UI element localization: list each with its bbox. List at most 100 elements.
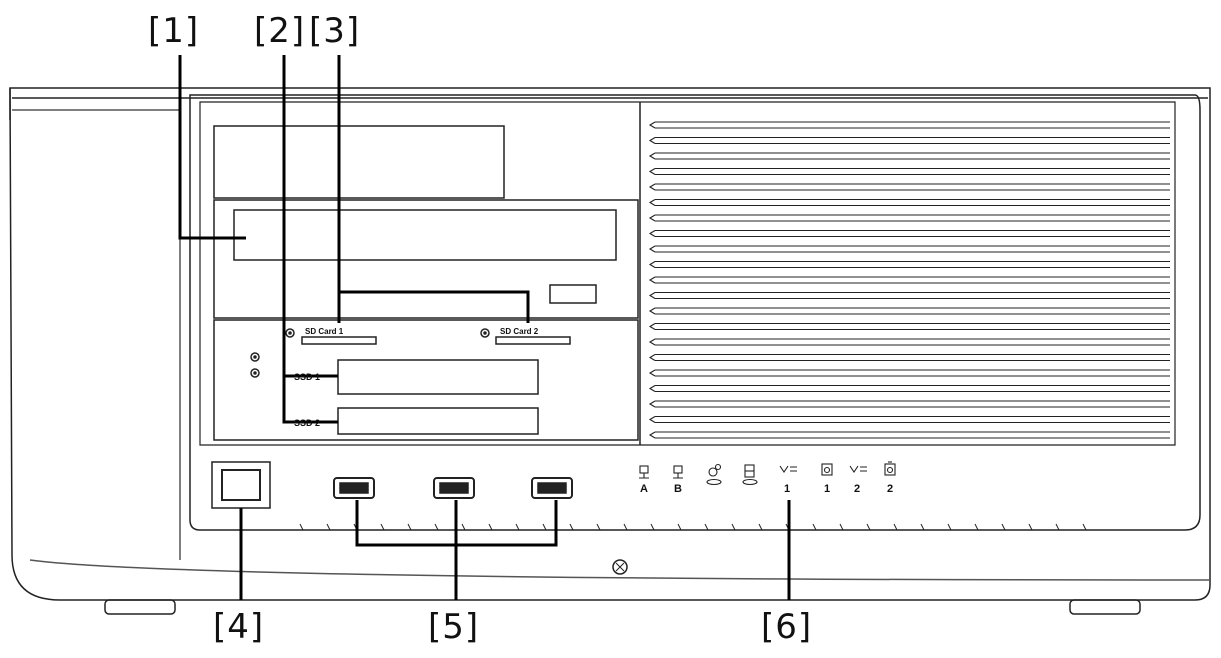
bezel-tick [1028, 523, 1033, 531]
bezel-tick [677, 523, 682, 531]
right-foot [1069, 599, 1141, 615]
bezel-tick [461, 523, 466, 531]
vent-slat [648, 152, 1170, 160]
power-button[interactable] [221, 469, 261, 501]
ssd-2-label: SSD 2 [294, 418, 320, 428]
usb-port-3[interactable] [531, 477, 573, 499]
eject-button[interactable] [549, 284, 597, 304]
sd-card-1-slot[interactable] [301, 336, 377, 345]
blank-bay [213, 125, 505, 199]
vent-slat [648, 245, 1170, 253]
leader-line-2 [282, 55, 338, 424]
optical-drive-tray [233, 209, 617, 261]
vent-slat [648, 229, 1170, 238]
sd-card-2-label: SD Card 2 [500, 327, 539, 336]
video-icon [849, 465, 867, 473]
leader-line-5 [355, 500, 558, 600]
bezel-tick [299, 523, 304, 531]
chassis-outline [9, 87, 1211, 601]
network-icon [639, 465, 649, 479]
vent-slat [648, 353, 1170, 362]
bezel-tick [812, 523, 817, 531]
callout-4: [4] [213, 607, 265, 647]
bezel-tick [893, 523, 898, 531]
left-foot [104, 599, 176, 615]
status-indicator-panel [639, 461, 896, 486]
optical-drive-bay [213, 199, 639, 319]
bezel-tick [596, 523, 601, 531]
storage-bay [213, 319, 639, 441]
callout-6: [6] [761, 607, 813, 647]
bezel-tick [1001, 523, 1006, 531]
vent-slat [648, 260, 1170, 269]
bezel-tick [1055, 523, 1060, 531]
vent-slat [648, 136, 1170, 145]
record-icon [884, 461, 896, 476]
screw-icon [612, 559, 628, 575]
usb-port-1[interactable] [333, 477, 375, 499]
bezel-tick [920, 523, 925, 531]
bezel-tick [839, 523, 844, 531]
indicator-label-video-2: 2 [854, 483, 860, 495]
bezel-tick [974, 523, 979, 531]
ssd-1-slot[interactable] [337, 359, 539, 395]
bezel-tick [488, 523, 493, 531]
leader-line-3 [337, 55, 530, 323]
sd-card-2-slot[interactable] [495, 336, 571, 345]
vent-slat [648, 183, 1170, 191]
vent-grille [648, 121, 1170, 439]
bezel-tick [515, 523, 520, 531]
indicator-label-record-1: 1 [824, 483, 830, 495]
front-bezel [189, 94, 1201, 531]
vent-slat [648, 121, 1170, 129]
vent-slat [648, 322, 1170, 331]
vent-slat [648, 291, 1170, 300]
bezel-tick [569, 523, 574, 531]
callout-5: [5] [428, 607, 480, 647]
callout-1: [1] [148, 11, 200, 51]
bezel-tick [542, 523, 547, 531]
bezel-tick [434, 523, 439, 531]
vent-slat [648, 384, 1170, 393]
indicator-label-video-1: 1 [784, 483, 790, 495]
bezel-tick [650, 523, 655, 531]
bezel-tick [1082, 523, 1087, 531]
vent-slat [648, 214, 1170, 222]
bezel-tick [326, 523, 331, 531]
vent-slat [648, 338, 1170, 346]
bezel-tick [407, 523, 412, 531]
ssd-1-label: SSD 1 [294, 372, 320, 382]
vent-slat [648, 276, 1170, 284]
vent-slat [648, 369, 1170, 377]
vent-slat [648, 167, 1170, 176]
callout-3: [3] [309, 11, 361, 51]
vent-slat [648, 307, 1170, 315]
callout-2: [2] [254, 11, 306, 51]
disc-gear-icon [706, 463, 722, 486]
usb-port-2[interactable] [433, 477, 475, 499]
disc-film-icon [742, 464, 758, 486]
sd-card-1-label: SD Card 1 [305, 327, 344, 336]
vent-slat [648, 431, 1170, 439]
indicator-label-record-2: 2 [887, 483, 893, 495]
bezel-tick [704, 523, 709, 531]
network-icon [673, 465, 683, 479]
bezel-tick [623, 523, 628, 531]
indicator-label-a: A [640, 483, 648, 495]
bezel-tick [758, 523, 763, 531]
bezel-tick [866, 523, 871, 531]
bezel-tick [947, 523, 952, 531]
vent-slat [648, 415, 1170, 424]
leader-line-1 [178, 55, 246, 240]
vent-slat [648, 400, 1170, 408]
ssd-2-slot[interactable] [337, 407, 539, 435]
video-icon [779, 465, 797, 473]
bezel-tick [731, 523, 736, 531]
indicator-label-b: B [674, 483, 682, 495]
leader-lines [178, 55, 791, 600]
vent-slat [648, 198, 1170, 207]
bezel-tick [380, 523, 385, 531]
record-icon [821, 463, 833, 476]
